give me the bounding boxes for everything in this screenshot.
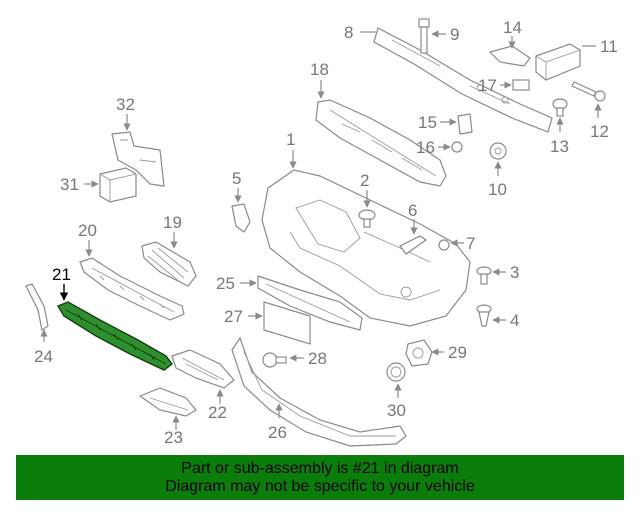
callout-3: 3 <box>510 263 519 282</box>
callout-5: 5 <box>232 169 241 188</box>
banner-line-part-number: Part or sub-assembly is #21 in diagram <box>181 460 459 477</box>
side-trim-part-24 <box>25 283 49 331</box>
callout-23: 23 <box>164 428 183 447</box>
callout-4: 4 <box>510 311 519 330</box>
callout-30: 30 <box>387 401 406 420</box>
banner-line-disclaimer: Diagram may not be specific to your vehi… <box>165 478 475 495</box>
callout-29: 29 <box>448 343 467 362</box>
callout-12: 12 <box>590 122 609 141</box>
callout-10: 10 <box>488 180 507 199</box>
nut-part-10 <box>489 142 507 160</box>
callout-19: 19 <box>163 213 182 232</box>
bumper-cover-part-1 <box>261 169 471 327</box>
bumper-carrier-part-8 <box>373 27 553 133</box>
callout-18: 18 <box>310 60 329 79</box>
parts-diagram: 8 9 14 11 17 12 13 18 <box>25 18 618 447</box>
callout-31: 31 <box>60 175 79 194</box>
upper-grille-part-20 <box>79 257 185 321</box>
lower-spoiler-part-26 <box>231 336 407 447</box>
sensor-ring-part-30 <box>386 362 406 382</box>
rivet-part-13 <box>552 98 568 117</box>
callout-26: 26 <box>268 423 287 442</box>
callout-22: 22 <box>208 403 227 422</box>
callout-24: 24 <box>34 347 53 366</box>
bolt-part-9 <box>418 18 430 54</box>
callout-20: 20 <box>78 221 97 240</box>
callout-32: 32 <box>116 95 135 114</box>
bracket-part-14 <box>488 45 531 67</box>
callout-25: 25 <box>216 274 235 293</box>
fog-cover-part-22 <box>171 349 235 389</box>
lower-grille-part-21-highlighted <box>56 301 173 371</box>
parking-sensor-part-29 <box>405 339 433 367</box>
crash-box-part-11 <box>535 43 581 81</box>
trim-part-23 <box>138 387 197 417</box>
callout-2: 2 <box>360 171 369 190</box>
callout-27: 27 <box>224 307 243 326</box>
callout-8: 8 <box>344 23 353 42</box>
info-banner: Part or sub-assembly is #21 in diagram D… <box>16 455 624 500</box>
callout-14: 14 <box>503 18 522 37</box>
callout-11: 11 <box>600 37 618 56</box>
clip-part-2 <box>358 209 376 228</box>
bolt-part-12 <box>571 81 606 102</box>
screw-part-28 <box>262 352 287 368</box>
callout-17: 17 <box>478 76 497 95</box>
callout-15: 15 <box>418 113 437 132</box>
license-plate-bracket-part-27 <box>263 301 311 345</box>
callout-6: 6 <box>408 201 417 220</box>
callout-13: 13 <box>550 137 569 156</box>
callout-28: 28 <box>308 349 327 368</box>
bracket-part-25 <box>257 275 363 331</box>
bracket-part-15 <box>457 113 473 135</box>
clip-part-17 <box>512 79 530 91</box>
energy-absorber-part-18 <box>315 99 447 187</box>
screw-part-3 <box>476 266 492 285</box>
control-module-part-31 <box>99 167 137 203</box>
callout-9: 9 <box>450 25 459 44</box>
callout-7: 7 <box>466 234 475 253</box>
push-clip-part-4 <box>476 304 492 327</box>
cap-part-5 <box>231 203 251 233</box>
grille-part-19 <box>141 241 197 287</box>
clip-part-7 <box>438 239 450 251</box>
callout-1: 1 <box>286 130 295 149</box>
callout-21: 21 <box>52 265 71 284</box>
bracket-part-32 <box>111 131 165 187</box>
callout-16: 16 <box>416 138 435 157</box>
clip-part-16 <box>451 141 463 153</box>
trim-strip-part-6 <box>399 235 428 255</box>
